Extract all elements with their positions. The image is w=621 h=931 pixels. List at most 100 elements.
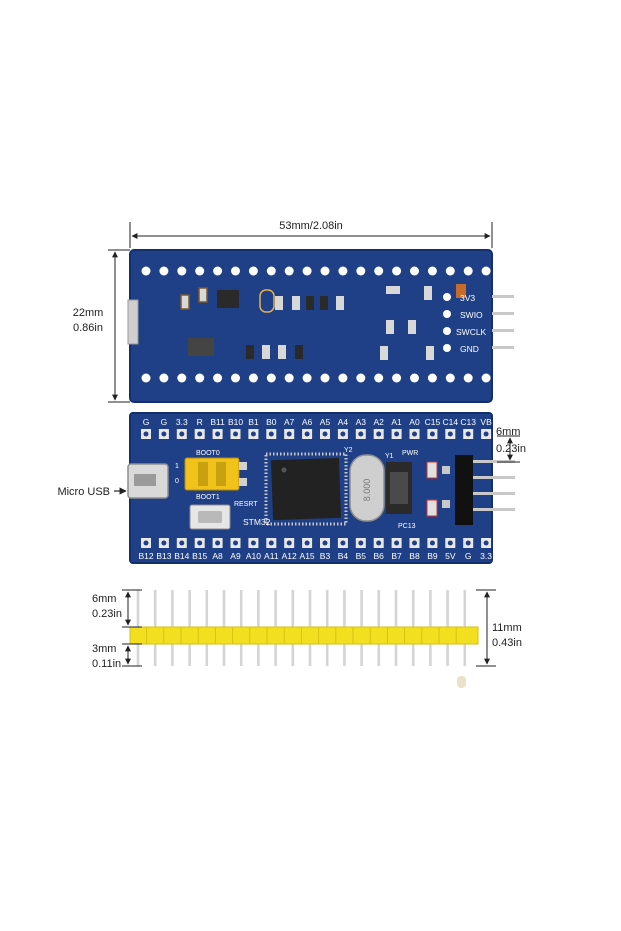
bottom-pin-label: B15 xyxy=(192,551,207,561)
debug-header-front xyxy=(455,455,473,525)
back-bottom-hole xyxy=(248,373,258,383)
top-pin-label: B0 xyxy=(266,417,277,427)
front-top-pin-row xyxy=(141,429,492,439)
back-top-hole xyxy=(195,266,205,276)
stm32-mcu-chip xyxy=(264,452,348,526)
back-bottom-hole xyxy=(284,373,294,383)
top-pin-label: B10 xyxy=(228,417,243,427)
pc13-label: PC13 xyxy=(398,523,416,530)
header-top-pin-in: 0.23in xyxy=(92,608,122,620)
back-top-hole xyxy=(231,266,240,276)
height-dimension-in: 0.86in xyxy=(73,322,103,334)
bottom-pin-label: B5 xyxy=(356,551,367,561)
back-bottom-hole xyxy=(266,373,276,383)
back-top-hole xyxy=(177,266,187,276)
bottom-pin-label: G xyxy=(465,551,472,561)
back-bottom-hole xyxy=(177,373,187,383)
top-pin-hole xyxy=(179,431,185,437)
top-pin-label: A6 xyxy=(302,417,313,427)
top-pin-hole xyxy=(233,431,238,437)
back-top-hole xyxy=(338,266,348,276)
back-bottom-pin-row xyxy=(141,373,491,383)
bottom-pin-hole xyxy=(465,540,471,546)
bottom-pin-hole xyxy=(304,540,310,546)
top-pin-hole xyxy=(412,431,417,437)
bottom-pin-label: A11 xyxy=(264,551,279,561)
reset-label: RESRT xyxy=(234,501,258,508)
bottom-pin-label: B13 xyxy=(156,551,171,561)
back-top-hole xyxy=(463,266,473,276)
back-top-hole xyxy=(266,266,276,276)
crystal-y2-label: Y2 xyxy=(344,447,353,454)
back-bottom-hole xyxy=(374,373,384,383)
boot0-label: BOOT0 xyxy=(196,450,220,457)
bottom-pin-label: B12 xyxy=(138,551,153,561)
back-top-hole xyxy=(320,266,330,276)
top-pin-label: VB xyxy=(480,417,492,427)
top-pin-hole xyxy=(268,431,274,437)
top-pin-hole xyxy=(483,431,489,437)
bottom-pin-hole xyxy=(161,540,167,546)
bottom-pin-label: A15 xyxy=(300,551,315,561)
header-total-mm: 11mm xyxy=(492,622,522,634)
jumper-pos-1: 1 xyxy=(175,463,179,470)
crystal-y2 xyxy=(349,454,385,522)
bottom-pin-hole xyxy=(394,540,400,546)
back-components xyxy=(180,284,466,360)
back-bottom-hole xyxy=(159,373,169,383)
back-top-hole xyxy=(141,266,151,276)
top-pin-hole xyxy=(304,431,310,437)
back-bottom-hole xyxy=(410,373,419,383)
back-top-hole xyxy=(248,266,258,276)
debug-pin-gnd: GND xyxy=(460,344,479,354)
bottom-pin-hole xyxy=(447,540,453,546)
top-pin-label: B11 xyxy=(210,417,225,427)
bottom-pin-hole xyxy=(143,540,149,546)
bottom-pin-hole xyxy=(412,540,417,546)
pin-header-strip: 6mm 0.23in 3mm 0.11in 11mm 0.43in xyxy=(92,589,522,688)
back-bottom-hole xyxy=(141,373,151,383)
pin-height-mm: 6mm xyxy=(496,426,520,438)
back-bottom-hole xyxy=(392,373,402,383)
bottom-pin-hole xyxy=(268,540,274,546)
board-back-view: 53mm/2.08in 22mm 0.86in xyxy=(73,220,514,403)
back-top-hole xyxy=(374,266,384,276)
back-top-pin-row xyxy=(141,266,491,276)
back-bottom-hole xyxy=(302,373,312,383)
top-pin-label: A4 xyxy=(338,417,349,427)
back-bottom-hole xyxy=(427,373,437,383)
top-pin-hole xyxy=(447,431,453,437)
top-pin-hole xyxy=(465,431,471,437)
back-bottom-hole xyxy=(213,373,223,383)
back-top-hole xyxy=(392,266,402,276)
top-pin-hole xyxy=(340,431,346,437)
bottom-pin-hole xyxy=(322,540,328,546)
top-pin-label: A0 xyxy=(409,417,420,427)
top-pin-label: A1 xyxy=(391,417,402,427)
usb-connector-back xyxy=(127,299,139,345)
bottom-pin-label: B3 xyxy=(320,551,331,561)
pc13-led xyxy=(426,499,438,517)
width-dimension-label: 53mm/2.08in xyxy=(279,220,343,232)
back-top-hole xyxy=(427,266,437,276)
top-pin-hole xyxy=(161,431,167,437)
top-pin-label: G xyxy=(161,417,168,427)
bottom-pin-hole xyxy=(197,540,203,546)
header-top-pin-mm: 6mm xyxy=(92,593,116,605)
bottom-pin-label: B6 xyxy=(373,551,384,561)
bottom-pin-hole xyxy=(215,540,221,546)
back-top-hole xyxy=(481,266,491,276)
top-pin-hole xyxy=(358,431,364,437)
top-pin-hole xyxy=(376,431,382,437)
top-pin-hole xyxy=(197,431,203,437)
bottom-pin-label: A8 xyxy=(212,551,223,561)
bottom-pin-hole xyxy=(358,540,364,546)
back-bottom-hole xyxy=(356,373,366,383)
bottom-pin-hole xyxy=(286,540,292,546)
top-pin-hole xyxy=(143,431,149,437)
header-total-in: 0.43in xyxy=(492,637,522,649)
loose-pin-tip xyxy=(457,676,466,688)
